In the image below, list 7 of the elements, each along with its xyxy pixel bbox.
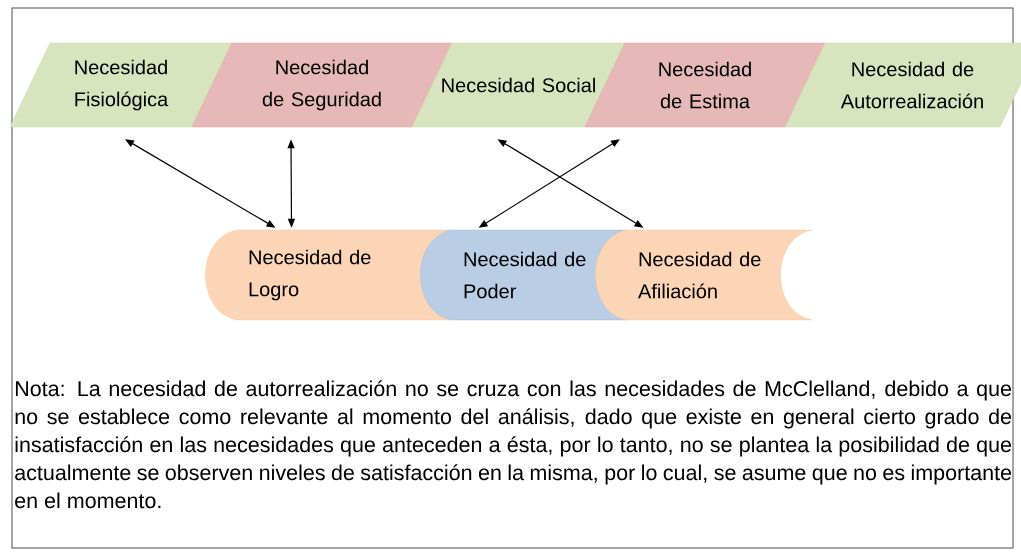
parallelogram-box: Necesidad de Autorrealización [784,42,1021,128]
parallelogram-box: Necesidad Fisiológica [9,42,233,128]
note-text: Nota: La necesidad de autorrealización no se cruza con las necesidades de McClelland, debido a que no se establece como relevante al momento del análisis, dado que existe en general cierto grado de insatisfacción en las necesidades que anteceden a ésta, por lo tanto, no se plantea la posibilidad de que actualmente se observen niveles de satisfacción en la misma, por lo cual, se asume que no es importante en el momento. [15,380,1012,509]
scroll-box: Necesidad de Afiliación [595,229,813,321]
scroll-box: Necesidad de Poder [420,229,628,321]
scroll-box: Necesidad de Logro [205,229,453,321]
parallelogram-box: Necesidad Social [411,42,626,128]
